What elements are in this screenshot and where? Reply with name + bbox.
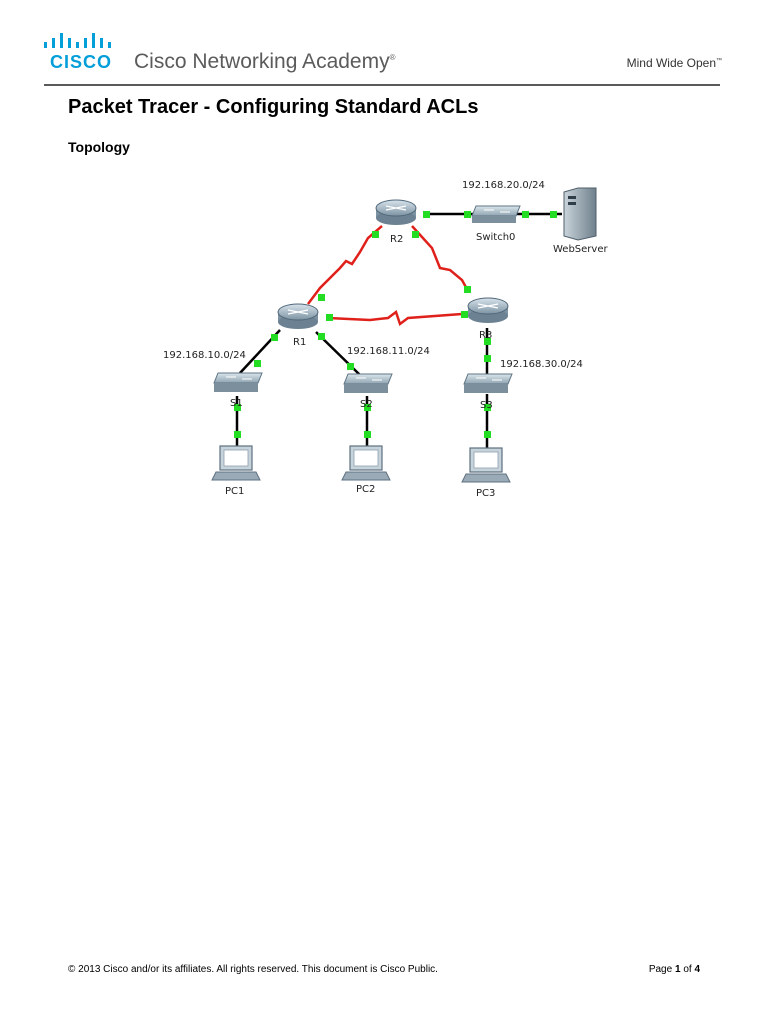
header-divider bbox=[44, 84, 720, 86]
network-label-s3-lan: 192.168.30.0/24 bbox=[500, 359, 583, 370]
device-label-r1: R1 bbox=[293, 337, 306, 348]
network-label-s2-lan: 192.168.11.0/24 bbox=[347, 346, 430, 357]
router-r1-icon bbox=[277, 303, 319, 329]
page-title: Packet Tracer - Configuring Standard ACL… bbox=[68, 96, 479, 118]
page-header: CISCO Cisco Networking Academy® Mind Wid… bbox=[0, 0, 768, 88]
serial-link-r2-r3 bbox=[411, 225, 470, 292]
switch-s1-icon bbox=[213, 372, 263, 392]
device-label-pc2: PC2 bbox=[356, 484, 375, 495]
device-label-r3: R3 bbox=[479, 330, 492, 341]
brand-tagline: Mind Wide Open™ bbox=[626, 56, 722, 70]
device-label-s2: S2 bbox=[360, 399, 373, 410]
cisco-logo-text: CISCO bbox=[50, 52, 113, 72]
network-topology-diagram: 192.168.20.0/24 192.168.10.0/24 192.168.… bbox=[163, 180, 608, 499]
webserver-icon bbox=[563, 187, 597, 241]
section-heading: Topology bbox=[68, 139, 130, 155]
device-label-s1: S1 bbox=[230, 398, 243, 409]
switch-s2-icon bbox=[343, 373, 393, 393]
pc2-icon bbox=[341, 445, 391, 481]
device-label-s3: S3 bbox=[480, 400, 493, 411]
switch-s3-icon bbox=[463, 373, 513, 393]
cisco-logo-icon bbox=[44, 33, 111, 48]
network-label-r2-lan: 192.168.20.0/24 bbox=[462, 180, 545, 191]
network-label-s1-lan: 192.168.10.0/24 bbox=[163, 350, 246, 361]
page-number: Page 1 of 4 bbox=[648, 964, 700, 975]
device-label-switch0: Switch0 bbox=[476, 232, 515, 243]
device-label-pc3: PC3 bbox=[476, 488, 495, 499]
serial-link-r1-r2 bbox=[307, 225, 383, 305]
switch0-icon bbox=[471, 205, 521, 223]
router-r2-icon bbox=[375, 199, 417, 225]
serial-link-r1-r3 bbox=[327, 309, 463, 327]
router-r3-icon bbox=[467, 297, 509, 323]
pc1-icon bbox=[211, 445, 261, 481]
pc3-icon bbox=[461, 447, 511, 483]
link-status-lights bbox=[234, 211, 557, 438]
brand-name: Cisco Networking Academy® bbox=[134, 50, 396, 73]
copyright-notice: © 2013 Cisco and/or its affiliates. All … bbox=[68, 964, 438, 975]
device-label-webserver: WebServer bbox=[553, 244, 608, 255]
device-label-pc1: PC1 bbox=[225, 486, 244, 497]
device-label-r2: R2 bbox=[390, 234, 403, 245]
